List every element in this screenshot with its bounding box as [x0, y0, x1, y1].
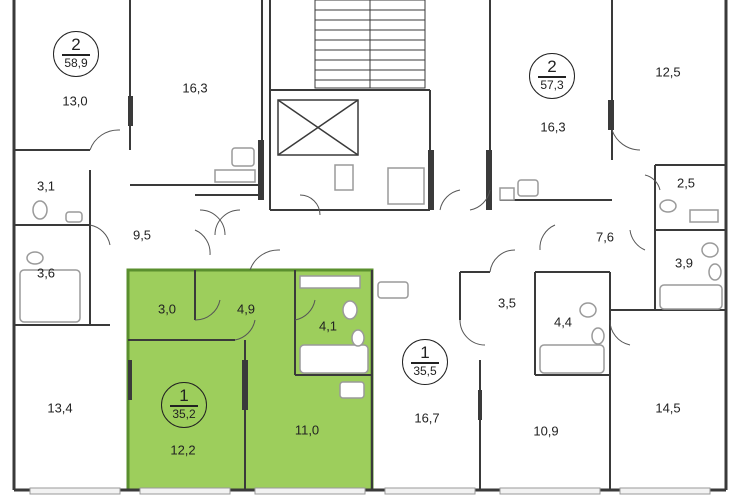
room-area-label: 3,1: [36, 178, 56, 194]
wall-blocks: [128, 96, 614, 420]
room-area-label: 13,4: [47, 400, 73, 416]
badge-divider: [170, 405, 198, 407]
room-area-label: 11,0: [294, 422, 320, 438]
room-area-label: 16,7: [414, 410, 440, 426]
room-area-label: 2,5: [676, 175, 696, 191]
badge-divider: [411, 362, 439, 364]
room-area-label: 16,3: [182, 80, 208, 96]
room-area-label: 7,6: [595, 229, 615, 245]
room-area-label: 4,9: [236, 301, 256, 317]
badge-divider: [538, 76, 566, 78]
apartment-rooms: 1: [420, 343, 430, 362]
apartment-area: 35,2: [172, 407, 196, 421]
highlight-fill: [128, 270, 372, 490]
apartment-area: 57,3: [540, 78, 564, 92]
apartment-badge-center[interactable]: 1 35,5: [402, 339, 448, 385]
highlighted-apartment[interactable]: [126, 268, 374, 492]
room-area-label: 4,4: [553, 314, 573, 330]
bathtubs: [19, 269, 723, 374]
room-area-label: 3,5: [497, 295, 517, 311]
room-area-label: 10,9: [533, 423, 559, 439]
room-area-label: 13,0: [62, 93, 88, 109]
room-area-label: 12,2: [170, 442, 196, 458]
room-area-label: 3,0: [157, 301, 177, 317]
elevator-shaft: [277, 99, 359, 156]
apartment-area: 35,5: [413, 364, 437, 378]
apartment-badge-highlighted[interactable]: 1 35,2: [161, 382, 207, 428]
room-area-label: 16,3: [540, 119, 566, 135]
room-area-label: 9,5: [132, 227, 152, 243]
window-strip: [29, 487, 711, 495]
sanitary-fixtures: [26, 147, 722, 399]
room-area-label: 3,9: [674, 255, 694, 271]
door-swings: [89, 129, 661, 346]
apartment-rooms: 2: [547, 57, 557, 76]
room-area-label: 4,1: [318, 318, 338, 334]
apartment-badge-left[interactable]: 2 58,9: [53, 31, 99, 77]
badge-divider: [62, 54, 90, 56]
apartment-rooms: 1: [179, 386, 189, 405]
apartment-rooms: 2: [71, 35, 81, 54]
room-area-label: 14,5: [655, 400, 681, 416]
apartment-badge-right[interactable]: 2 57,3: [529, 53, 575, 99]
room-area-label: 3,6: [36, 265, 56, 281]
room-area-label: 12,5: [655, 64, 681, 80]
apartment-area: 58,9: [64, 56, 88, 70]
staircase: [314, 0, 426, 89]
